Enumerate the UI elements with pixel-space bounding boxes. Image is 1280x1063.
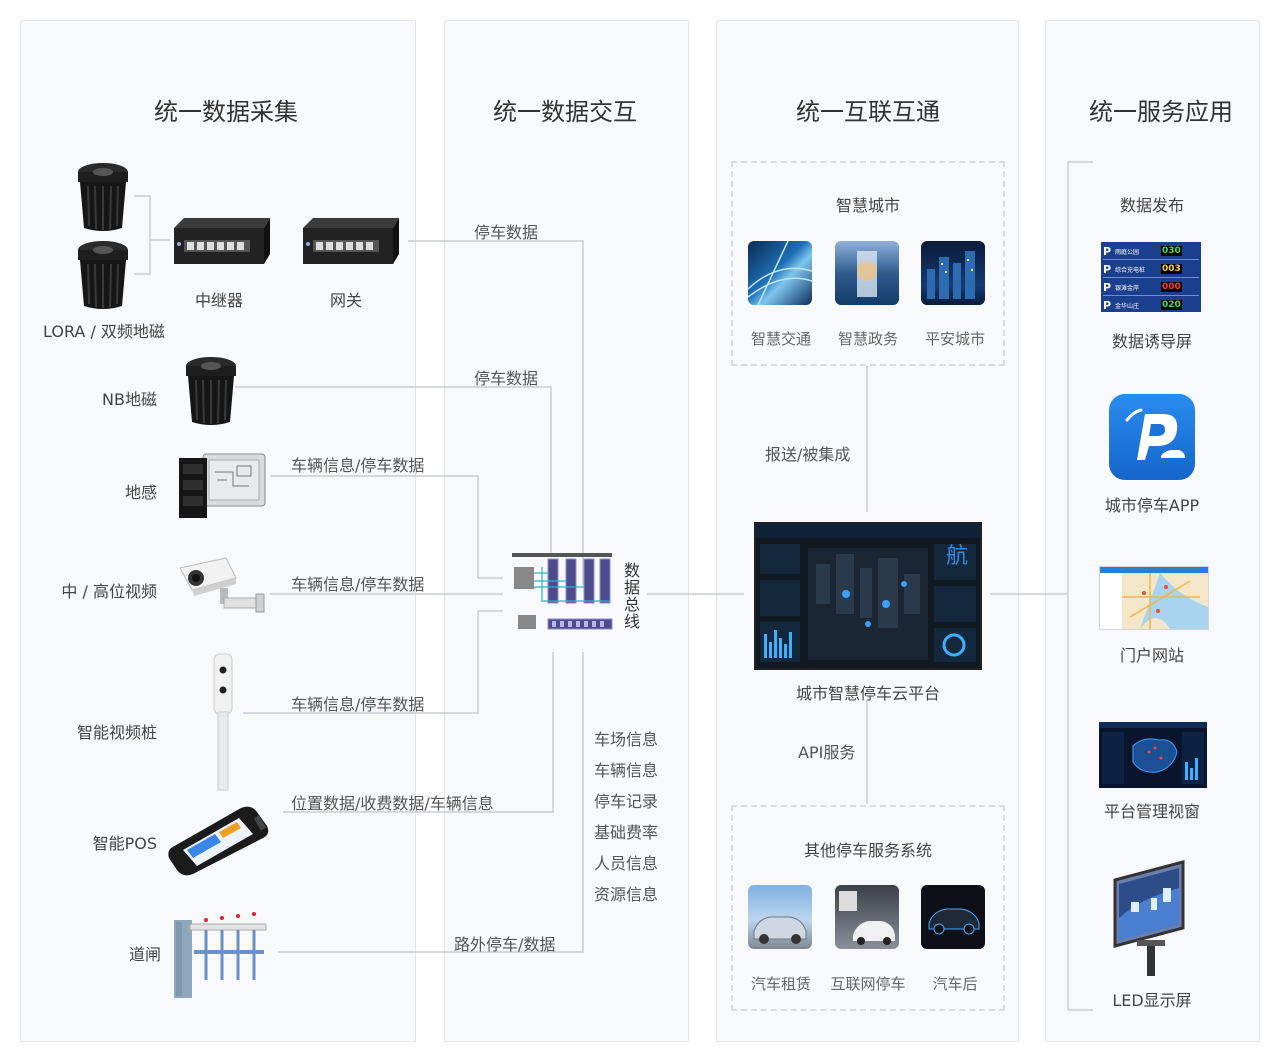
guide-row-name: 银滩金岸 [1115,284,1140,292]
other-service-item: 互联网停车 [830,975,906,993]
list-item: 车辆信息 [594,761,659,780]
safe-city-image [921,241,985,305]
list-item: 人员信息 [594,854,659,873]
pos-terminal-icon [168,806,269,876]
guide-row-p: P [1103,298,1112,312]
gateway-icon [303,218,399,264]
edge-label-nb: 停车数据 [474,369,539,388]
smart-city-item: 智慧政务 [837,330,899,348]
bus-char: 数 [623,561,640,580]
guide-row-name: 综合充电桩 [1115,266,1146,274]
guide-screen: P 雨庭公园 030 P 综合充电桩 003 P 银滩金岸 000 P 金华山庄… [1101,242,1201,312]
barrier-label: 道闸 [128,945,161,964]
list-item: 资源信息 [594,885,659,904]
bus-char: 据 [623,578,640,597]
ground-sensor-label: 地感 [124,483,157,502]
repeater-label: 中继器 [194,291,244,310]
nb-sensor-icon [186,357,236,425]
video-camera-icon [179,557,265,613]
other-services-box [731,805,1005,1011]
other-service-item: 汽车后 [932,975,978,993]
smart-city-title: 智慧城市 [835,196,901,215]
guide-row: P 雨庭公园 030 [1103,243,1199,260]
lora-sensor-top-icon [78,163,128,231]
list-item: 停车记录 [594,792,659,811]
list-item: 基础费率 [594,823,659,842]
repeater-icon [174,218,270,264]
ground-sensor-icon [179,453,266,518]
smart-traffic-image [748,241,812,305]
data-bus-label: 数 据 总 线 [623,562,641,630]
bus-char: 线 [623,612,640,631]
guide-row-p: P [1103,262,1112,276]
panel-data-exchange [444,20,689,1042]
guide-row-name: 金华山庄 [1115,302,1140,310]
guide-row-num: 003 [1161,264,1182,274]
platform-caption: 城市智慧停车云平台 [795,684,941,703]
smart-city-item: 平安城市 [924,330,986,348]
guide-row: P 金华山庄 020 [1103,297,1199,313]
led-label: LED显示屏 [1112,991,1192,1010]
guide-screen-label: 数据诱导屏 [1111,332,1193,351]
guide-row-num: 020 [1161,300,1182,310]
internet-parking-image [835,885,899,949]
edge-label-barrier: 路外停车/数据 [454,935,556,954]
info-list: 车场信息 车辆信息 停车记录 基础费率 人员信息 资源信息 [594,724,658,910]
parking-app-label: 城市停车APP [1104,496,1200,515]
portal-label: 门户网站 [1119,646,1185,665]
mgmt-view-label: 平台管理视窗 [1103,802,1201,821]
smart-city-box [731,161,1005,366]
guide-row: P 银滩金岸 000 [1103,279,1199,296]
data-publish-title: 数据发布 [1119,196,1185,215]
other-services-title: 其他停车服务系统 [803,841,933,860]
column-title-exchange: 统一数据交互 [493,98,637,126]
cloud-platform-screen: 航 [754,522,982,670]
other-service-item: 汽车租赁 [750,975,812,993]
edge-label-video: 车辆信息/停车数据 [291,575,425,594]
column-title-collection: 统一数据采集 [154,98,298,126]
guide-row-p: P [1103,280,1112,294]
report-label: 报送/被集成 [765,445,851,464]
bus-char: 总 [623,595,640,614]
mgmt-view-screenshot[interactable] [1099,722,1207,788]
guide-row-num: 030 [1161,246,1182,256]
gateway-label: 网关 [329,291,363,310]
platform-screen-char: 航 [946,544,969,569]
lora-label: LORA / 双频地磁 [43,322,165,341]
column-title-services: 统一服务应用 [1089,98,1233,126]
car-rental-image [748,885,812,949]
video-pile-icon [213,653,233,791]
guide-row: P 综合充电桩 003 [1103,261,1199,278]
column-title-interconnect: 统一互联互通 [796,98,940,126]
smart-city-item: 智慧交通 [750,330,812,348]
data-bus-icon [512,553,613,630]
edge-label-gateway: 停车数据 [474,223,539,242]
guide-row-name: 雨庭公园 [1115,248,1140,256]
portal-screenshot[interactable] [1099,566,1209,630]
aftermarket-image [921,885,985,949]
video-label: 中 / 高位视频 [61,582,157,601]
edge-label-ground: 车辆信息/停车数据 [291,456,425,475]
lora-sensor-bottom-icon [78,241,128,309]
smart-gov-image [835,241,899,305]
api-label: API服务 [798,743,856,762]
pos-label: 智能POS [92,834,157,853]
list-item: 车场信息 [594,730,659,749]
guide-row-p: P [1103,244,1112,258]
led-billboard-icon [1113,860,1185,976]
guide-row-num: 000 [1161,282,1182,292]
edge-label-pos: 位置数据/收费数据/车辆信息 [291,794,494,813]
nb-sensor-label: NB地磁 [102,390,157,409]
edge-label-pile: 车辆信息/停车数据 [291,695,425,714]
barrier-gate-icon [174,912,267,998]
video-pile-label: 智能视频桩 [76,723,157,742]
parking-app-icon[interactable] [1109,394,1195,480]
